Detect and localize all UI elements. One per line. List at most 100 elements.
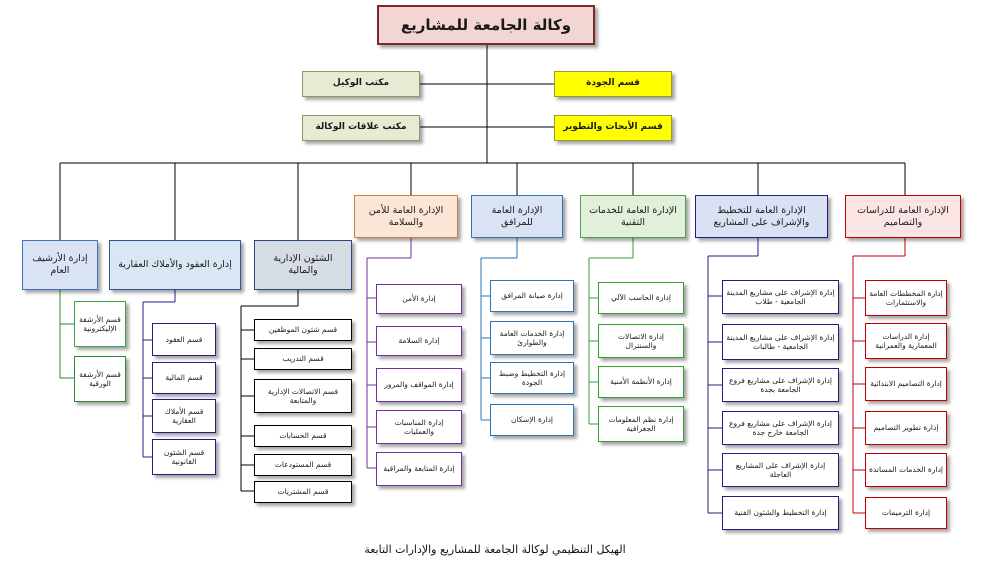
- security-unit: إدارة المتابعة والمراقبة: [376, 452, 462, 486]
- tech-unit: إدارة الأنظمة الأمنية: [598, 366, 684, 398]
- quality-label: قسم الجودة: [586, 78, 640, 89]
- admin-unit-label: قسم شئون الموظفين: [268, 325, 338, 335]
- facilities-unit-label: إدارة صيانة المرافق: [501, 291, 563, 301]
- archive-unit: قسم الأرشفة الإليكترونية: [74, 301, 126, 347]
- research-label: قسم الأبحاث والتطوير: [563, 122, 663, 133]
- agent-office-box: مكتب الوكيل: [302, 71, 420, 97]
- studies-unit: إدارة الخدمات المساندة: [865, 453, 947, 487]
- studies-unit: إدارة التصاميم الابتدائية: [865, 367, 947, 401]
- planning-unit-label: إدارة الإشراف على مشاريع المدينة الجامعي…: [726, 332, 835, 351]
- contracts-unit-label: قسم العقود: [165, 334, 203, 344]
- dept-contracts: إدارة العقود والأملاك العقارية: [109, 240, 241, 290]
- facilities-unit-label: إدارة الإسكان: [510, 415, 554, 425]
- security-unit: إدارة السلامة: [376, 326, 462, 356]
- admin-unit: قسم التدريب: [254, 348, 352, 370]
- tech-unit-label: إدارة الحاسب الآلي: [611, 293, 671, 303]
- facilities-unit-label: إدارة الخدمات العامة والطوارئ: [499, 328, 565, 347]
- archive-unit: قسم الأرشفة الورقية: [74, 356, 126, 402]
- dept-archive: إدارة الأرشيف العام: [22, 240, 98, 290]
- studies-unit: إدارة الدراسات المعمارية والعمرانية: [865, 323, 947, 359]
- planning-unit: إدارة التخطيط والشئون الفنية: [722, 496, 839, 530]
- security-unit-label: إدارة المتابعة والمراقبة: [383, 464, 455, 474]
- tech-unit-label: إدارة الأنظمة الأمنية: [610, 377, 672, 387]
- studies-unit-label: إدارة التصاميم الابتدائية: [870, 379, 942, 389]
- admin-unit: قسم الحسابات: [254, 425, 352, 447]
- facilities-unit: إدارة التخطيط وضبط الجودة: [490, 362, 574, 394]
- planning-unit-label: إدارة الإشراف على مشاريع فروع الجامعة خا…: [729, 418, 832, 437]
- planning-unit: إدارة الإشراف على المشاريع العاجلة: [722, 453, 839, 487]
- admin-unit-label: قسم المستودعات: [274, 460, 332, 470]
- tech-unit: إدارة الاتصالات والسنترال: [598, 324, 684, 358]
- planning-unit: إدارة الإشراف على مشاريع المدينة الجامعي…: [722, 280, 839, 314]
- tech-unit: إدارة الحاسب الآلي: [598, 282, 684, 314]
- agency-title-box: وكالة الجامعة للمشاريع: [377, 5, 595, 45]
- facilities-unit: إدارة الخدمات العامة والطوارئ: [490, 321, 574, 355]
- admin-unit-label: قسم المشتريات: [277, 487, 329, 497]
- security-unit-label: إدارة المواقف والمرور: [384, 380, 454, 390]
- studies-unit-label: إدارة الدراسات المعمارية والعمرانية: [875, 331, 937, 350]
- studies-unit: إدارة الترميمات: [865, 497, 947, 529]
- facilities-unit: إدارة الإسكان: [490, 404, 574, 436]
- admin-unit: قسم الاتصالات الإدارية والمتابعة: [254, 379, 352, 413]
- agency-title: وكالة الجامعة للمشاريع: [400, 15, 572, 34]
- contracts-unit-label: قسم المالية: [165, 373, 203, 383]
- dept-contracts-label: إدارة العقود والأملاك العقارية: [118, 259, 232, 271]
- security-unit: إدارة المواقف والمرور: [376, 368, 462, 402]
- planning-unit-label: إدارة الإشراف على مشاريع المدينة الجامعي…: [726, 287, 835, 306]
- studies-unit-label: إدارة الخدمات المساندة: [869, 465, 943, 475]
- planning-unit-label: إدارة الإشراف على المشاريع العاجلة: [735, 460, 826, 479]
- dept-planning: الإدارة العامة للتخطيط والإشراف على المش…: [695, 195, 828, 238]
- tech-unit-label: إدارة نظم المعلومات الجغرافية: [608, 414, 674, 433]
- security-unit: إدارة المناسبات والعمليات: [376, 410, 462, 444]
- studies-unit: إدارة تطوير التصاميم: [865, 411, 947, 445]
- dept-security: الإدارة العامة للأمن والسلامة: [354, 195, 458, 238]
- admin-unit: قسم المستودعات: [254, 454, 352, 476]
- dept-planning-label: الإدارة العامة للتخطيط والإشراف على المش…: [713, 204, 810, 228]
- agent-office-label: مكتب الوكيل: [332, 78, 390, 89]
- figure-caption: الهيكل التنظيمي لوكالة الجامعة للمشاريع …: [364, 543, 626, 556]
- research-box: قسم الأبحاث والتطوير: [554, 115, 672, 141]
- studies-unit-label: إدارة الترميمات: [881, 508, 931, 518]
- dept-tech: الإدارة العامة للخدمات التقنية: [580, 195, 686, 238]
- studies-unit-label: إدارة المخططات العامة والاستثمارات: [869, 288, 943, 307]
- contracts-unit: قسم المالية: [152, 362, 216, 394]
- admin-unit-label: قسم الاتصالات الإدارية والمتابعة: [267, 386, 339, 405]
- planning-unit: إدارة الإشراف على مشاريع المدينة الجامعي…: [722, 324, 839, 360]
- contracts-unit-label: قسم الأملاك العقارية: [164, 406, 204, 425]
- security-unit-label: إدارة السلامة: [398, 336, 440, 346]
- archive-unit-label: قسم الأرشفة الورقية: [79, 369, 121, 388]
- quality-box: قسم الجودة: [554, 71, 672, 97]
- contracts-unit: قسم العقود: [152, 323, 216, 356]
- planning-unit: إدارة الإشراف على مشاريع فروع الجامعة بج…: [722, 368, 839, 402]
- dept-admin-label: الشئون الإدارية والمالية: [273, 253, 333, 276]
- contracts-unit: قسم الشئون القانونية: [152, 439, 216, 475]
- admin-unit: قسم المشتريات: [254, 481, 352, 503]
- tech-unit-label: إدارة الاتصالات والسنترال: [617, 331, 665, 350]
- studies-unit-label: إدارة تطوير التصاميم: [873, 423, 939, 433]
- dept-facilities: الإدارة العامة للمرافق: [471, 195, 563, 238]
- security-unit-label: إدارة المناسبات والعمليات: [394, 417, 444, 436]
- dept-admin: الشئون الإدارية والمالية: [254, 240, 352, 290]
- planning-unit-label: إدارة الإشراف على مشاريع فروع الجامعة بج…: [729, 375, 832, 394]
- security-unit-label: إدارة الأمن: [402, 294, 436, 304]
- dept-studies: الإدارة العامة للدراسات والتصاميم: [845, 195, 961, 238]
- archive-unit-label: قسم الأرشفة الإليكترونية: [79, 314, 121, 333]
- contracts-unit-label: قسم الشئون القانونية: [163, 447, 205, 466]
- security-unit: إدارة الأمن: [376, 284, 462, 314]
- dept-archive-label: إدارة الأرشيف العام: [32, 253, 88, 276]
- dept-tech-label: الإدارة العامة للخدمات التقنية: [589, 204, 677, 228]
- dept-security-label: الإدارة العامة للأمن والسلامة: [368, 204, 444, 228]
- studies-unit: إدارة المخططات العامة والاستثمارات: [865, 280, 947, 316]
- contracts-unit: قسم الأملاك العقارية: [152, 399, 216, 433]
- planning-unit: إدارة الإشراف على مشاريع فروع الجامعة خا…: [722, 411, 839, 445]
- admin-unit-label: قسم الحسابات: [279, 431, 327, 441]
- admin-unit: قسم شئون الموظفين: [254, 319, 352, 341]
- relations-office-box: مكتب علاقات الوكالة: [302, 115, 420, 141]
- tech-unit: إدارة نظم المعلومات الجغرافية: [598, 406, 684, 442]
- admin-unit-label: قسم التدريب: [282, 354, 324, 364]
- relations-office-label: مكتب علاقات الوكالة: [315, 122, 407, 133]
- dept-studies-label: الإدارة العامة للدراسات والتصاميم: [857, 204, 949, 228]
- facilities-unit-label: إدارة التخطيط وضبط الجودة: [498, 368, 566, 387]
- facilities-unit: إدارة صيانة المرافق: [490, 280, 574, 312]
